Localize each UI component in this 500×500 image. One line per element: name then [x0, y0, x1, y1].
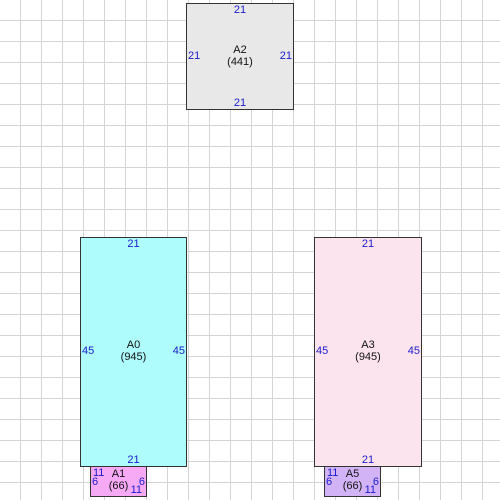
room-a1-bottom-dimension: 11: [130, 484, 142, 496]
room-a2-label: A2 (441): [187, 44, 293, 68]
room-a2-bottom-dimension: 21: [233, 97, 247, 109]
room-a0-left-dimension: 45: [82, 345, 95, 357]
room-a1-name: A1: [111, 468, 126, 480]
room-a3-name: A3: [361, 339, 375, 351]
room-a2-right-dimension: 21: [279, 49, 292, 62]
room-a0[interactable]: 21 45 45 21 A0 (945): [80, 237, 187, 467]
room-a5-bottom-dimension: 11: [364, 484, 376, 496]
room-a2-top-dimension: 21: [233, 4, 247, 16]
room-a5-name: A5: [345, 468, 360, 480]
room-a3[interactable]: 21 45 45 21 A3 (945): [314, 237, 422, 467]
room-a5-right-dimension: 6: [372, 476, 379, 488]
room-a5-top-dimension: 11: [327, 467, 339, 479]
room-a1-left-dimension: 6: [92, 476, 99, 488]
room-a3-top-dimension: 21: [361, 238, 375, 250]
room-a5-left-dimension: 6: [326, 476, 333, 488]
room-a5-label: A5 (66): [325, 468, 380, 492]
room-a2-left-dimension: 21: [188, 49, 201, 62]
room-a0-name: A0: [126, 339, 141, 351]
room-a2-area: (441): [227, 56, 253, 68]
room-a3-right-dimension: 45: [407, 345, 420, 357]
room-a1-area: (66): [108, 480, 129, 492]
room-a3-left-dimension: 45: [316, 345, 329, 357]
room-a3-area: (945): [355, 351, 381, 363]
room-a5[interactable]: 11 6 6 11 A5 (66): [324, 466, 381, 497]
room-a0-label: A0 (945): [81, 339, 186, 363]
room-a1-label: A1 (66): [91, 468, 146, 492]
room-a1-right-dimension: 6: [138, 476, 145, 488]
room-a3-label: A3 (945): [315, 339, 421, 363]
room-a0-bottom-dimension: 21: [127, 454, 140, 466]
room-a2[interactable]: 21 21 21 21 A2 (441): [186, 3, 294, 110]
room-a1-top-dimension: 11: [93, 467, 105, 479]
room-a1[interactable]: 11 6 6 11 A1 (66): [90, 466, 147, 497]
room-a2-name: A2: [233, 44, 247, 56]
room-a0-top-dimension: 21: [127, 238, 140, 250]
room-a5-area: (66): [342, 480, 363, 492]
room-a0-area: (945): [120, 351, 147, 363]
room-a3-bottom-dimension: 21: [361, 454, 375, 466]
room-a0-right-dimension: 45: [172, 345, 185, 357]
